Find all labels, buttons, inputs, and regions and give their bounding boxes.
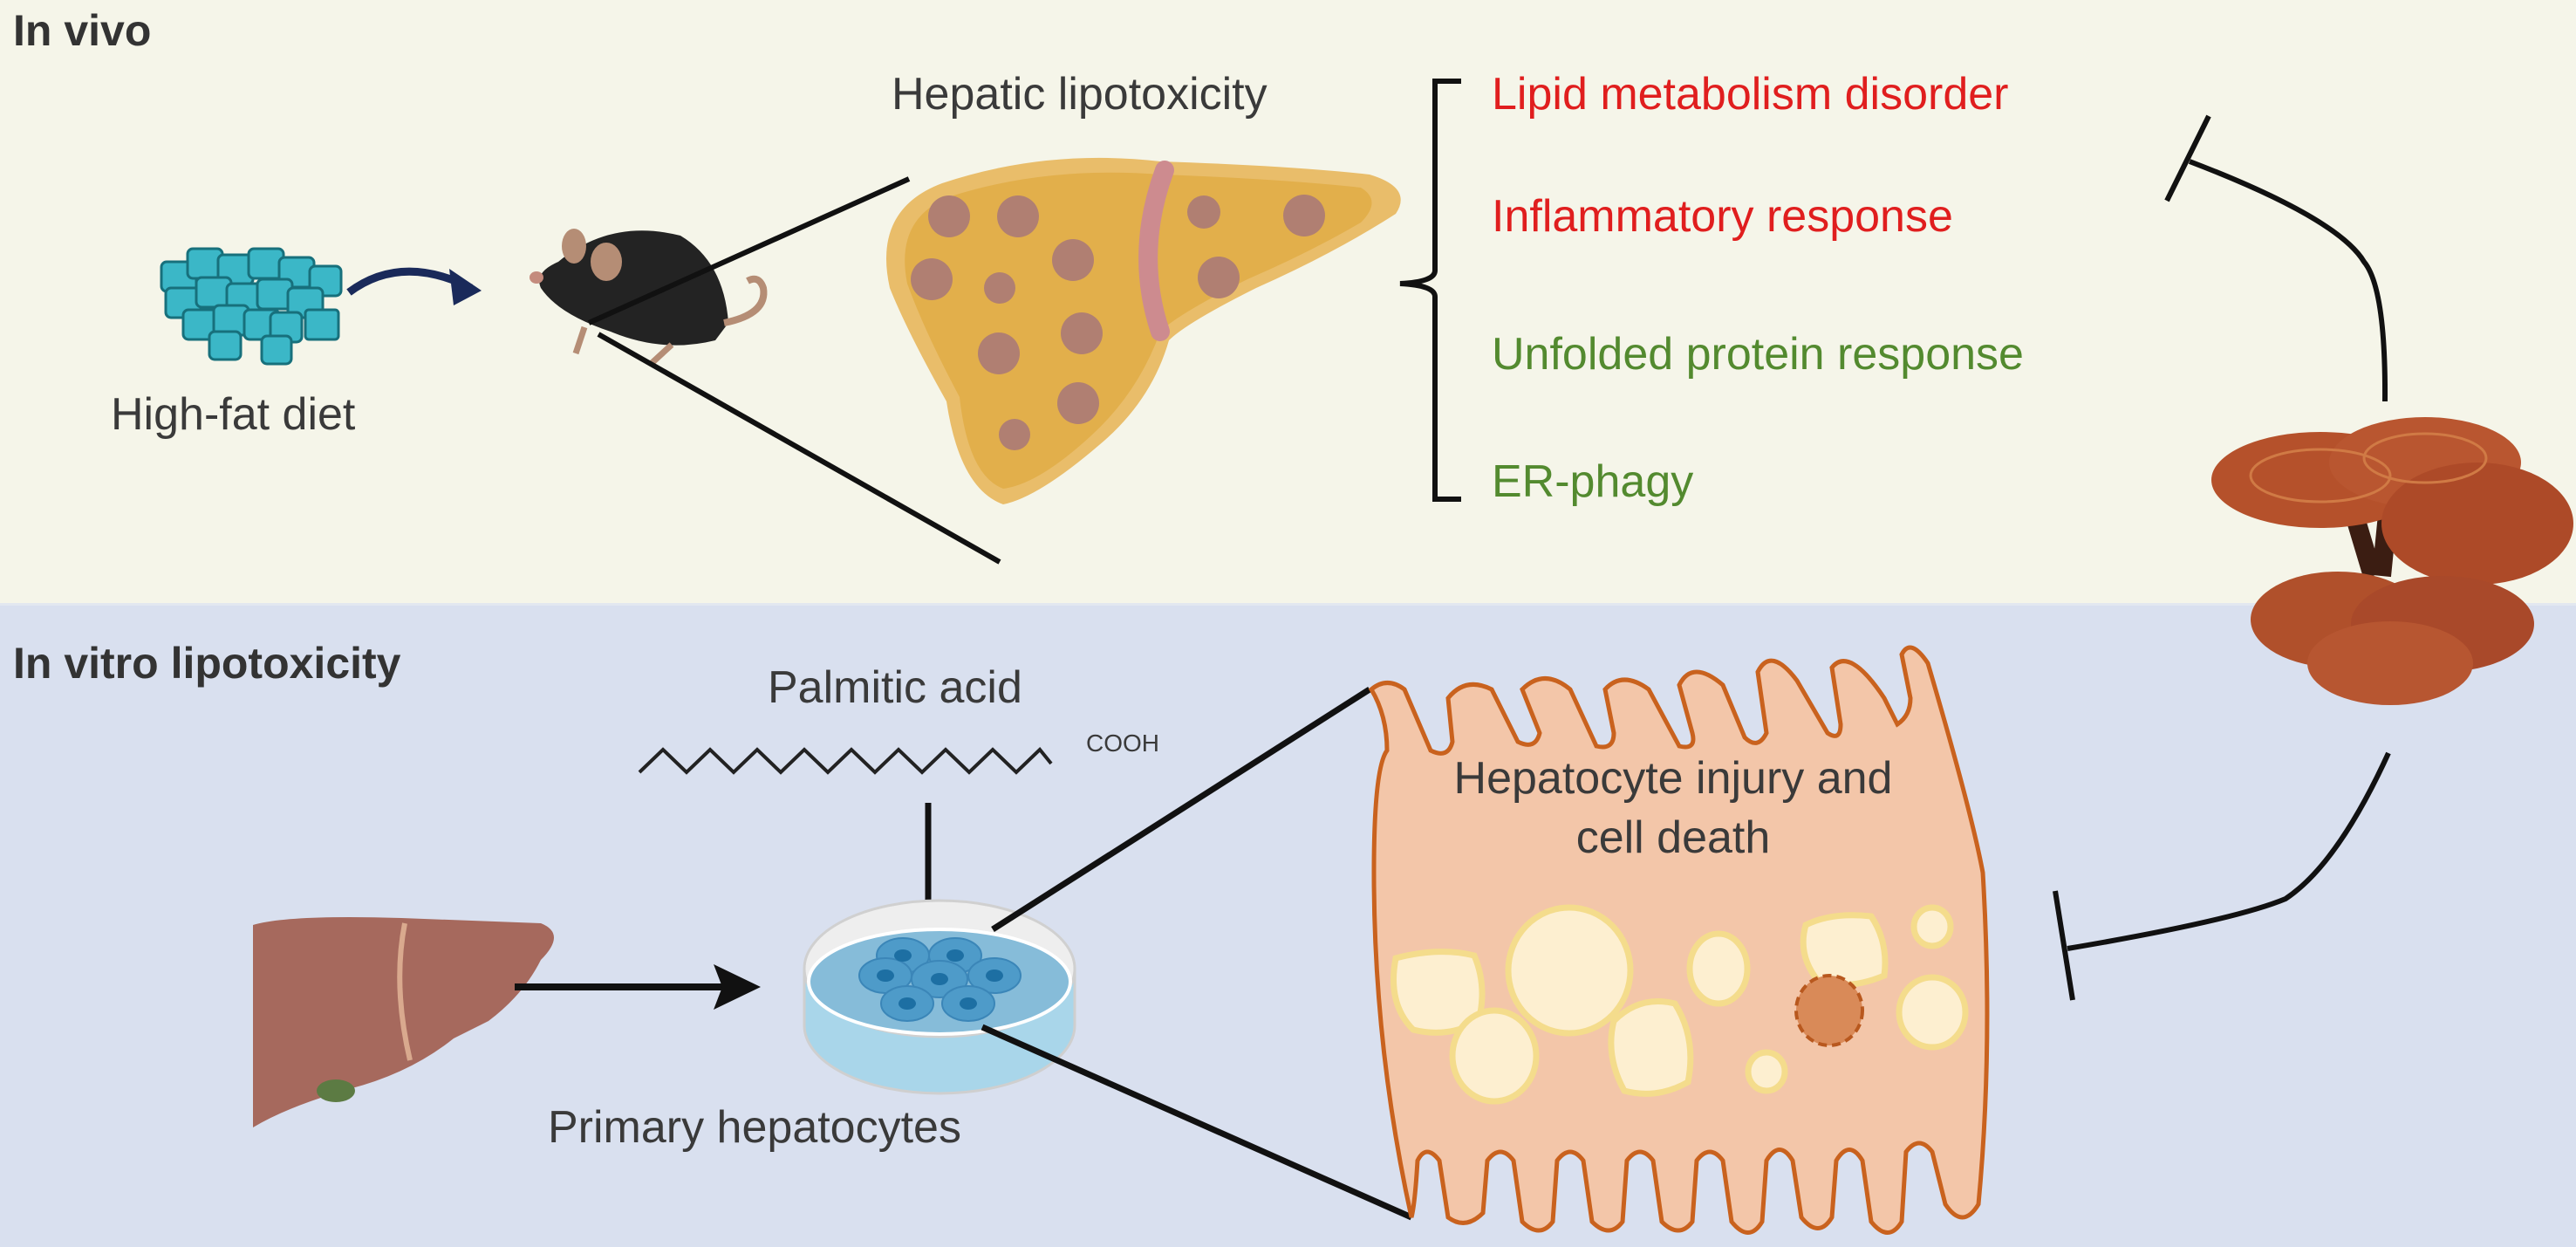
inhibition-bar-bottom (2053, 890, 2075, 1001)
palmitic-acid-chain-icon (638, 747, 1053, 775)
inhibition-bar-top (2164, 114, 2211, 202)
ganoderma-mushroom-icon (2211, 417, 2573, 705)
high-fat-diet-pellets-icon (160, 247, 343, 366)
hepatocyte-cell-icon (1368, 645, 1990, 1235)
hepatocyte-injury-label-line1: Hepatocyte injury and (1453, 753, 1893, 804)
effect-lipid-metabolism: Lipid metabolism disorder (1492, 69, 2009, 120)
inhibition-line-top (2188, 159, 2388, 402)
feed-arrowhead (449, 269, 482, 305)
effect-er-phagy: ER-phagy (1492, 456, 1694, 507)
zoom-line-dish-lower (981, 1024, 1413, 1221)
primary-hepatocytes-label: Primary hepatocytes (548, 1102, 961, 1153)
apoptotic-body-icon (1794, 974, 1864, 1047)
petri-dish-icon (803, 899, 1076, 1095)
inhibition-line-bottom (2067, 751, 2391, 951)
liver-to-dish-arrowhead (714, 964, 761, 1010)
hepatic-lipotoxicity-label: Hepatic lipotoxicity (892, 69, 1268, 120)
in-vivo-panel (0, 0, 2576, 603)
mouse-icon (530, 229, 768, 367)
zoom-line-upper (587, 176, 911, 325)
liver-icon (253, 917, 554, 1127)
cooh-label: COOH (1086, 730, 1159, 757)
in-vitro-title: In vitro lipotoxicity (13, 639, 401, 688)
effects-brace (1399, 79, 1461, 502)
effect-unfolded-protein-response: Unfolded protein response (1492, 329, 2024, 380)
zoom-line-dish-upper (991, 687, 1371, 932)
effect-inflammatory-response: Inflammatory response (1492, 191, 1953, 242)
zoom-line-lower (597, 332, 1001, 565)
fatty-liver-icon (886, 157, 1401, 504)
palmitic-acid-label: Palmitic acid (768, 662, 1022, 713)
high-fat-diet-label: High-fat diet (111, 389, 356, 440)
in-vivo-title: In vivo (13, 6, 152, 55)
hepatocyte-injury-label-line2: cell death (1575, 812, 1771, 863)
